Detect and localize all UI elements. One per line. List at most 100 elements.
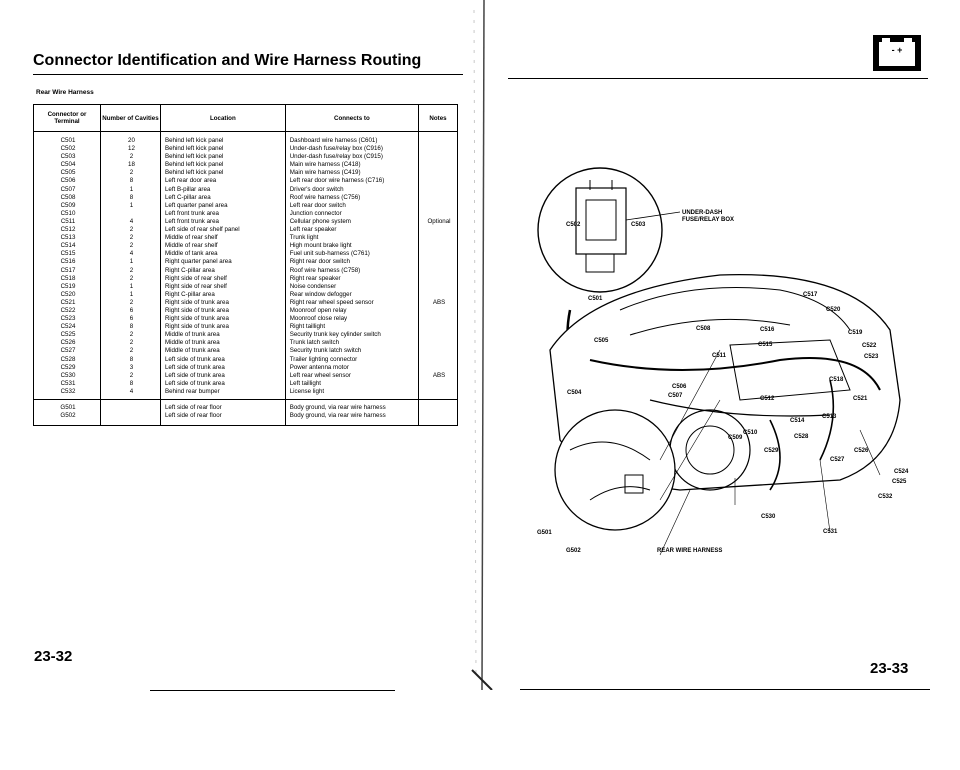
table-cell: Right side of rear shelf [164,282,227,290]
label-c521: C521 [853,396,868,402]
table-cell: Left C-pillar area [164,193,211,201]
table-cell: C525 [60,331,76,339]
table-cell: Roof wire harness (C758) [289,266,361,274]
table-cell: Optional [427,217,451,225]
label-c519: C519 [848,330,863,336]
table-cell: C528 [60,355,76,363]
label-c529: C529 [764,448,779,454]
table-cell: Right side of trunk area [164,315,229,323]
table-cell [105,412,158,420]
table-cell: C523 [60,315,76,323]
table-cell: Behind left kick panel [164,137,224,144]
table-cell: G502 [60,412,76,420]
table-cell [423,275,455,283]
table-cell [423,242,455,250]
table-cell: 8 [129,193,134,201]
table-cell: C529 [60,363,76,371]
notes-column: Optional ABS ABS [418,131,458,400]
header-notes: Notes [418,104,458,132]
table-cell: Trunk light [289,234,319,242]
table-cell: Right C-pillar area [164,266,215,274]
rear-harness-diagram [537,167,901,556]
table-cell [423,404,455,412]
table-cell: 2 [129,339,134,347]
table-cell [105,404,158,412]
table-cell: Left taillight [289,379,322,387]
label-c513: C513 [822,414,837,420]
table-cell: 4 [129,387,134,395]
table-cell [423,226,455,234]
table-cell: Middle of trunk area [164,331,220,339]
table-cell: 1 [129,185,134,193]
page-number-right: 23-33 [870,660,909,677]
battery-symbols: - + [892,45,903,55]
label-c511: C511 [712,353,727,359]
table-cell: Middle of rear shelf [164,242,218,250]
table-cell [423,234,455,242]
table-cell: C511 [60,217,76,225]
table-cell: C513 [60,234,76,242]
table-cell: Rear window defogger [289,290,352,298]
table-cell: C503 [60,153,76,161]
label-c524: C524 [894,469,909,475]
table-cell: Right side of trunk area [164,298,229,306]
table-cell: C504 [60,161,76,169]
table-cell: Behind left kick panel [164,145,224,153]
table-cell: C510 [60,209,76,217]
table-cell: C527 [60,347,76,355]
label-c504: C504 [567,390,582,396]
table-cell [423,267,455,275]
bottom-rule-right [520,689,930,690]
table-cell: Left side of trunk area [164,363,225,371]
label-c531: C531 [823,529,838,535]
table-cell: C509 [60,201,76,209]
table-cell: 8 [129,379,134,387]
label-c515: C515 [758,342,773,348]
table-cell: 2 [129,169,134,177]
table-cell [423,250,455,258]
label-c503: C503 [631,222,646,228]
table-cell: Noise condenser [289,282,337,290]
ground-notes-column [418,399,458,427]
table-cell [423,412,455,420]
table-cell: C518 [60,274,76,282]
label-c507: C507 [668,393,683,399]
table-cell: Left rear wheel sensor [289,371,351,379]
header-connector: Connector or Terminal [33,104,101,132]
table-cell: 2 [129,298,134,306]
table-cell: Left side of rear floor [164,404,222,411]
table-cell: Right rear wheel speed sensor [289,298,374,306]
table-cell: Trailer lighting connector [289,355,358,363]
table-cell [423,315,455,323]
table-cell: 8 [129,323,134,331]
label-c516: C516 [760,327,775,333]
label-c502: C502 [566,222,581,228]
table-cell: Left rear door switch [289,201,346,209]
table-cell [423,161,455,169]
page-number-left: 23-32 [34,648,73,665]
label-c520: C520 [826,307,841,313]
table-cell [423,331,455,339]
table-cell: Middle of trunk area [164,347,220,355]
table-cell: Right rear door switch [289,258,350,266]
table-cell: Left B-pillar area [164,185,211,193]
table-cell: C531 [60,379,76,387]
table-cell: Middle of trunk area [164,339,220,347]
table-cell: 2 [129,347,134,355]
table-cell: Left quarter panel area [164,201,228,209]
table-cell: 1 [129,258,134,266]
table-cell: Main wire harness (C418) [289,161,361,169]
table-cell: Left rear speaker [289,226,337,234]
table-cell: C522 [60,306,76,314]
table-cell: Driver's door switch [289,185,344,193]
table-cell [423,145,455,153]
table-cell [423,169,455,177]
table-cell: Behind left kick panel [164,161,224,169]
table-cell: 2 [129,153,134,161]
table-cell: 2 [129,331,134,339]
table-cell: Left side of trunk area [164,371,225,379]
